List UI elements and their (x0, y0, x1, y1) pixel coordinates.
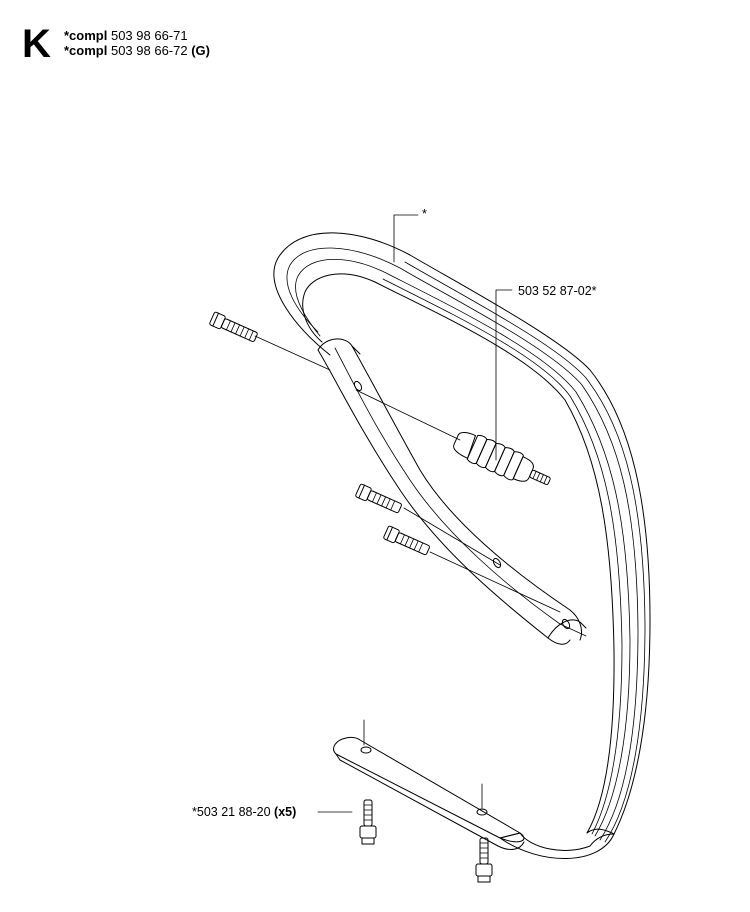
leader-strap-end (559, 623, 587, 637)
kit-2-part-number: 503 98 66-72 (110, 43, 188, 58)
handle-contour-1 (286, 247, 639, 841)
screw-mid-2 (383, 525, 430, 556)
bracket-hole-2 (476, 808, 488, 816)
handle-outer-edge (273, 232, 651, 859)
callout-handle: * (422, 207, 427, 221)
section-letter: K (22, 22, 51, 66)
callout-screw: *503 21 88-20 (x5) (192, 805, 296, 819)
leader-screw-mid-2 (429, 551, 561, 613)
kit-2-prefix: *compl (64, 43, 108, 58)
kit-line-1: *compl 503 98 66-71 (64, 28, 188, 43)
callout-screw-qty: (x5) (274, 805, 297, 819)
handle-end-cap (586, 828, 615, 847)
kit-2-suffix: (G) (191, 43, 210, 58)
bottom-bracket (333, 736, 525, 850)
leader-dampener (495, 289, 513, 461)
leader-screw-top (254, 335, 331, 371)
strap-mid-line (334, 347, 561, 625)
strap-hole-2 (492, 557, 502, 569)
callout-dampener: 503 52 87-02* (518, 284, 597, 298)
handle-contour-3 (382, 278, 623, 835)
leader-lines (254, 214, 587, 813)
kit-1-prefix: *compl (64, 28, 108, 43)
leader-dampener-axis (355, 389, 461, 441)
strap-hole-1 (353, 380, 363, 392)
kit-line-2: *compl 503 98 66-72 (G) (64, 43, 210, 58)
handle-inner-edge (302, 273, 615, 834)
callout-screw-part: *503 21 88-20 (192, 805, 271, 819)
strap-inner (351, 345, 583, 641)
strap-end (547, 619, 587, 639)
handle-contour-4 (404, 261, 646, 843)
strap-top-collar (317, 338, 361, 355)
screw-bottom-left (359, 799, 377, 845)
front-handle-bar (273, 232, 651, 859)
bracket-hole-1 (360, 746, 372, 754)
leader-handle (393, 214, 419, 263)
bracket-outline (333, 736, 525, 843)
screw-top-left (209, 311, 258, 342)
strap-outer (317, 349, 571, 645)
handle-lower-curve (499, 832, 521, 839)
screw-bottom-right (475, 837, 493, 883)
screw-mid-1 (355, 483, 402, 514)
handle-contour-2 (295, 259, 631, 837)
kit-1-part-number: 503 98 66-71 (110, 28, 188, 43)
anti-vibration-dampener (453, 432, 551, 486)
diagonal-strap (317, 338, 587, 645)
bracket-edge (335, 753, 525, 850)
leader-screw-mid-1 (403, 507, 501, 566)
